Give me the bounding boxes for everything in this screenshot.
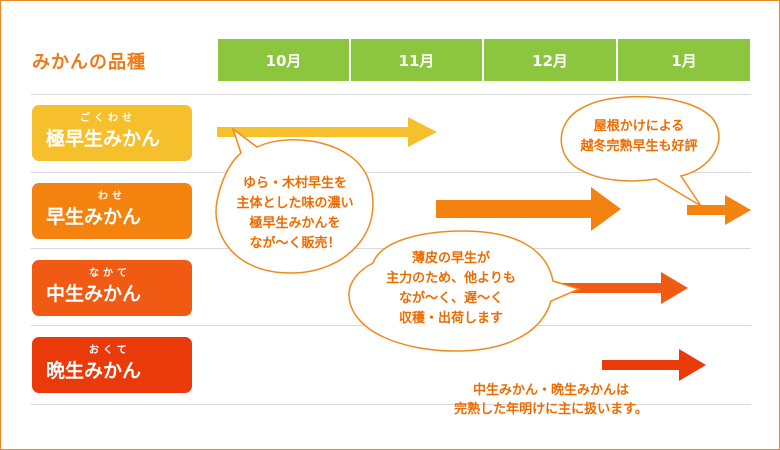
bubble-text-usukawa: 薄皮の早生が 主力のため、他よりも なが～く、遅～く 収穫・出荷します: [386, 251, 516, 326]
variety-name: 中生みかん: [46, 283, 142, 305]
month-header-nov: 11月: [351, 39, 482, 81]
variety-name: 極早生みかん: [46, 128, 161, 150]
speech-bubble-yane: [560, 95, 720, 207]
period-arrow-okute: [602, 349, 706, 381]
variety-label-gokuwase: ごくわせ 極早生みかん: [32, 105, 192, 161]
speech-bubble-gokuwase: [215, 126, 374, 274]
variety-label-nakate: なかて 中生みかん: [32, 260, 192, 316]
period-arrow-gokuwase: [217, 117, 437, 147]
row-divider: [31, 172, 751, 173]
bubble-text-yane: 屋根かけによる 越冬完熟早生も好評: [580, 119, 698, 154]
month-header-dec: 12月: [484, 39, 616, 81]
variety-ruby: わせ: [98, 191, 126, 202]
row-divider: [31, 404, 751, 405]
speech-bubble-usukawa: [348, 230, 582, 352]
page-title: みかんの品種: [32, 52, 146, 73]
row-divider: [31, 94, 751, 95]
footnote: 中生みかん・晩生みかんは 完熟した年明けに主に扱います。: [454, 383, 648, 417]
variety-label-wase: わせ 早生みかん: [32, 183, 192, 239]
variety-name: 早生みかん: [46, 206, 142, 228]
variety-ruby: ごくわせ: [80, 113, 136, 124]
variety-label-okute: おくて 晩生みかん: [32, 337, 192, 393]
variety-name: 晩生みかん: [46, 360, 142, 382]
bubble-text-gokuwase: ゆら・木村早生を 主体とした味の濃い 極早生みかんを なが～く販売！: [236, 176, 354, 251]
month-header-jan: 1月: [618, 39, 750, 81]
period-arrow-nakate: [554, 272, 688, 304]
period-arrow-wase-jan: [687, 195, 751, 225]
period-arrow-wase: [436, 187, 621, 231]
variety-ruby: なかて: [89, 268, 131, 279]
variety-ruby: おくて: [89, 345, 131, 356]
month-header-oct: 10月: [218, 39, 349, 81]
